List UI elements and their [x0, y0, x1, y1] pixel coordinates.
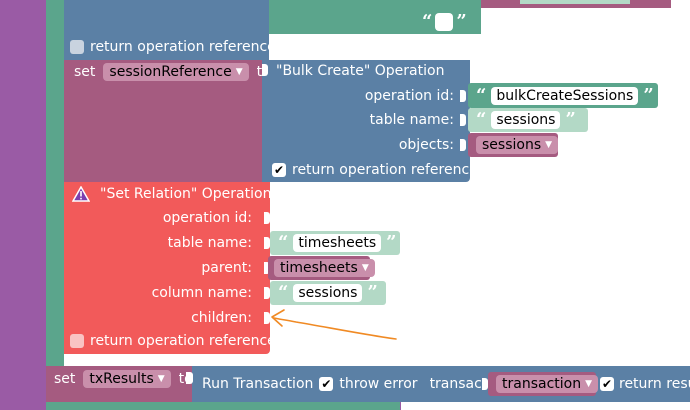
- bottom-teal-block[interactable]: [46, 402, 400, 410]
- dropdown-arrow-icon: ▼: [157, 374, 165, 384]
- warning-triangle-icon[interactable]: [72, 186, 90, 202]
- return-ref-checkbox-1[interactable]: [70, 40, 84, 54]
- rel-return-ref-checkbox[interactable]: [70, 334, 84, 348]
- open-quote-icon: “: [476, 84, 487, 106]
- bulk-table-name-label: table name:: [369, 112, 454, 128]
- rel-table-name-label: table name:: [167, 235, 252, 251]
- dropdown-arrow-icon: ▼: [585, 379, 593, 389]
- throw-error-checkbox[interactable]: ✔: [319, 377, 334, 391]
- open-quote-icon: “: [278, 282, 289, 303]
- rel-table-name-input[interactable]: timesheets: [293, 234, 382, 252]
- rel-parent-notch: [264, 262, 270, 274]
- bulk-objects-dropdown[interactable]: sessions ▼: [476, 136, 559, 154]
- bulk-create-block[interactable]: [262, 60, 470, 182]
- top-text-input[interactable]: [435, 13, 454, 31]
- set-tx-header: set txResults ▼ to: [54, 369, 193, 389]
- bulk-objects-label: objects:: [398, 137, 454, 153]
- top-string-field-bg: [520, 0, 630, 4]
- rel-children-notch[interactable]: [264, 312, 270, 324]
- open-quote-icon: “: [278, 232, 289, 253]
- bulk-table-name-input[interactable]: sessions: [491, 111, 561, 129]
- rel-children-label: children:: [191, 310, 252, 326]
- transaction-dropdown[interactable]: transaction ▼: [496, 375, 599, 393]
- open-quote-icon: “: [476, 109, 487, 130]
- close-quote-icon: ”: [386, 232, 397, 253]
- return-results-checkbox[interactable]: ✔: [600, 377, 614, 391]
- set-relation-title: "Set Relation" Operation: [100, 186, 272, 202]
- return-results-row: ✔ return resul: [600, 374, 690, 394]
- rel-table-name-text-block[interactable]: “ timesheets ”: [270, 231, 400, 255]
- set-variable-header: set sessionReference ▼ to: [74, 62, 271, 82]
- bulk-objects-notch: [460, 139, 466, 151]
- close-quote-icon: ”: [367, 282, 378, 303]
- throw-error-label: throw error: [339, 376, 418, 392]
- run-tx-label: Run Transaction: [202, 376, 314, 392]
- bulk-operation-id-notch: [460, 90, 466, 102]
- bulk-table-name-text-block[interactable]: “ sessions ”: [468, 108, 588, 132]
- bulk-operation-id-text-block[interactable]: “ bulkCreateSessions ”: [468, 83, 658, 108]
- rel-parent-label: parent:: [201, 260, 252, 276]
- run-tx-row: Run Transaction ✔ throw error transactio…: [202, 374, 513, 394]
- transaction-input-notch: [482, 378, 488, 390]
- bulk-objects-variable-block[interactable]: sessions ▼: [468, 133, 559, 157]
- return-ref-label-1: return operation reference: [90, 39, 276, 55]
- rel-operation-id-notch: [264, 212, 270, 224]
- open-quote-icon: “: [422, 11, 433, 32]
- close-quote-icon: ”: [456, 11, 467, 32]
- bulk-table-name-notch: [460, 114, 466, 126]
- rel-return-ref-label: return operation reference: [90, 333, 276, 349]
- bulk-return-ref-row: ✔ return operation reference: [272, 160, 478, 180]
- rel-parent-dropdown[interactable]: timesheets ▼: [274, 259, 375, 277]
- tx-variable-dropdown[interactable]: txResults ▼: [83, 370, 171, 388]
- rel-parent-variable-block[interactable]: timesheets ▼: [268, 256, 375, 280]
- outer-statement-column[interactable]: [46, 0, 64, 370]
- annotation-arrow-icon: [271, 309, 397, 340]
- close-quote-icon: ”: [643, 84, 654, 106]
- rel-operation-id-label: operation id:: [162, 210, 252, 226]
- rel-column-name-text-block[interactable]: “ sessions ”: [270, 281, 386, 305]
- bulk-create-title: "Bulk Create" Operation: [276, 63, 445, 79]
- bulk-return-ref-label: return operation reference: [292, 162, 478, 178]
- set-label: set: [74, 64, 96, 80]
- variable-dropdown[interactable]: sessionReference ▼: [103, 63, 249, 81]
- bulk-operation-id-input[interactable]: bulkCreateSessions: [491, 86, 639, 105]
- rel-table-name-notch: [264, 237, 270, 249]
- operation-block-top[interactable]: [64, 0, 269, 60]
- rel-column-name-notch: [264, 287, 270, 299]
- run-tx-input-notch: [186, 372, 193, 384]
- return-results-label: return resul: [619, 376, 690, 392]
- dropdown-arrow-icon: ▼: [361, 263, 369, 273]
- rel-return-ref-row: return operation reference: [70, 331, 276, 351]
- top-right-variable-block[interactable]: [481, 0, 671, 8]
- bulk-return-ref-checkbox[interactable]: ✔: [272, 163, 286, 177]
- rel-column-name-input[interactable]: sessions: [293, 284, 363, 302]
- set-tx-label: set: [54, 371, 76, 387]
- dropdown-arrow-icon: ▼: [235, 67, 243, 77]
- procedure-block[interactable]: [0, 0, 46, 410]
- bulk-create-input-notch: [262, 64, 268, 76]
- rel-column-name-label: column name:: [151, 285, 252, 301]
- set-relation-block[interactable]: [64, 182, 270, 354]
- transaction-variable-block[interactable]: transaction ▼: [488, 372, 599, 396]
- set-relation-header: "Set Relation" Operation: [72, 184, 271, 204]
- dropdown-arrow-icon: ▼: [545, 140, 553, 150]
- return-ref-row-1: return operation reference: [70, 37, 276, 57]
- top-text-block[interactable]: “ ”: [418, 10, 481, 34]
- close-quote-icon: ”: [565, 109, 576, 130]
- bulk-operation-id-label: operation id:: [364, 88, 454, 104]
